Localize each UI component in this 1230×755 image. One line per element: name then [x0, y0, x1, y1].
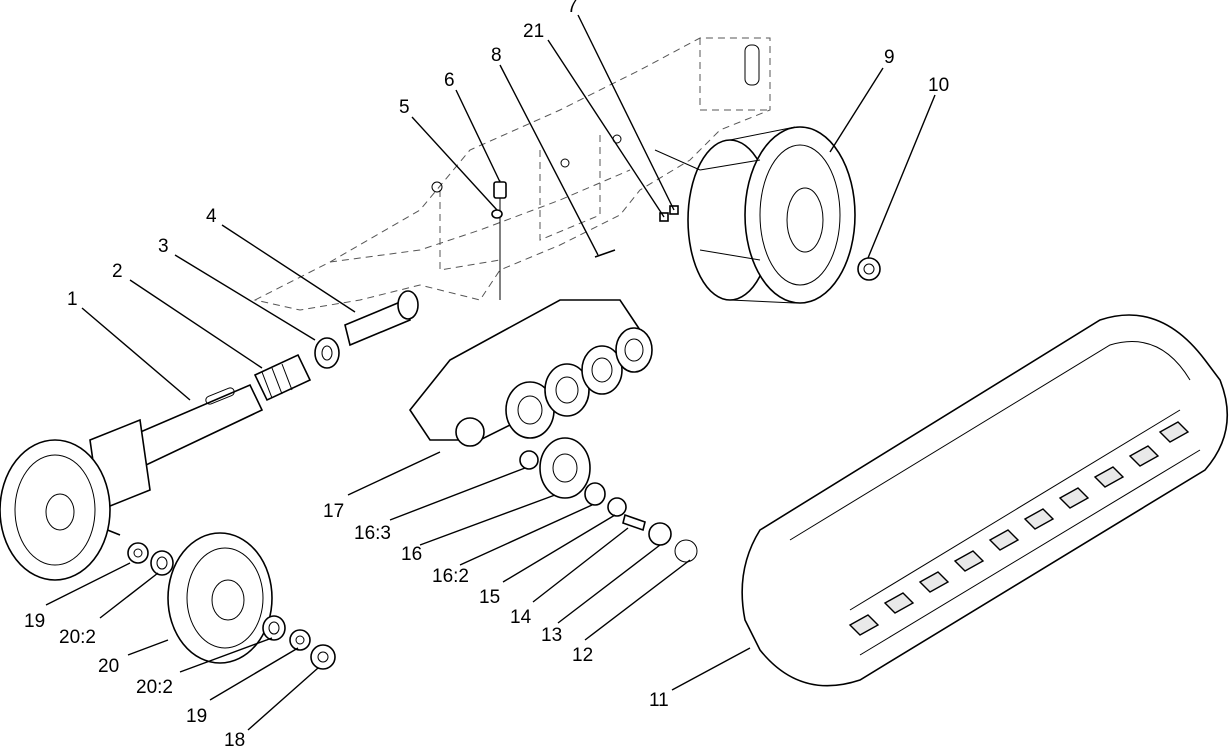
- callout-12: 12: [572, 645, 593, 666]
- callout-3: 3: [158, 236, 169, 257]
- callout-20-2b: 20:2: [136, 677, 173, 698]
- roller-bogie-assembly: [409, 299, 653, 447]
- callout-16: 16: [401, 544, 422, 565]
- track-lugs: [848, 421, 1190, 636]
- washer-15: [607, 497, 627, 517]
- roller-16: [539, 437, 591, 499]
- callout-4: 4: [206, 206, 217, 227]
- bushing-16-2: [584, 482, 606, 506]
- snap-ring-12: [674, 539, 698, 563]
- washer-19b: [289, 629, 311, 651]
- callout-1: 1: [67, 289, 78, 310]
- callout-8: 8: [491, 45, 502, 66]
- idler-wheel-20: [167, 532, 273, 664]
- callout-2: 2: [112, 261, 123, 282]
- callout-16-3: 16:3: [354, 523, 391, 544]
- callout-13: 13: [541, 625, 562, 646]
- callout-20: 20: [98, 656, 119, 677]
- callout-20-2a: 20:2: [59, 627, 96, 648]
- callout-10: 10: [928, 75, 949, 96]
- callout-5: 5: [399, 97, 410, 118]
- washer-5: [491, 209, 503, 219]
- callout-15: 15: [479, 587, 500, 608]
- callout-21: 21: [523, 21, 544, 42]
- bolt-8: [594, 249, 616, 258]
- hex-nut-10: [857, 257, 881, 281]
- drive-sprocket: [654, 126, 856, 304]
- leader-lines: [45, 14, 936, 731]
- callout-9: 9: [884, 47, 895, 68]
- nut-18: [310, 644, 336, 670]
- rubber-track-11: [741, 314, 1229, 687]
- bolt-6: [493, 181, 507, 300]
- front-idler-wheel: [0, 439, 111, 581]
- callout-19a: 19: [24, 611, 45, 632]
- collar-3: [314, 337, 340, 369]
- bolt-14: [622, 513, 646, 532]
- callout-18: 18: [224, 730, 245, 751]
- frame-outline: [253, 37, 771, 311]
- bushing-16-3: [519, 450, 539, 470]
- callout-14: 14: [510, 607, 532, 628]
- callout-19b: 19: [186, 706, 207, 727]
- tension-spring-2: [253, 353, 312, 402]
- callout-11: 11: [649, 690, 669, 711]
- pivot-pin-4: [344, 290, 419, 347]
- washer-19a: [127, 542, 149, 564]
- bearing-20-2a: [150, 550, 174, 576]
- callout-labels: 1 2 3 4 5 6 7 21 8 9 10 11 12 13 14 15 1…: [24, 0, 949, 751]
- bearing-20-2b: [262, 615, 286, 641]
- callout-17: 17: [323, 501, 344, 522]
- cap-13: [648, 522, 672, 546]
- callout-16-2: 16:2: [432, 566, 469, 587]
- callout-6: 6: [444, 70, 455, 91]
- callout-7: 7: [567, 0, 578, 17]
